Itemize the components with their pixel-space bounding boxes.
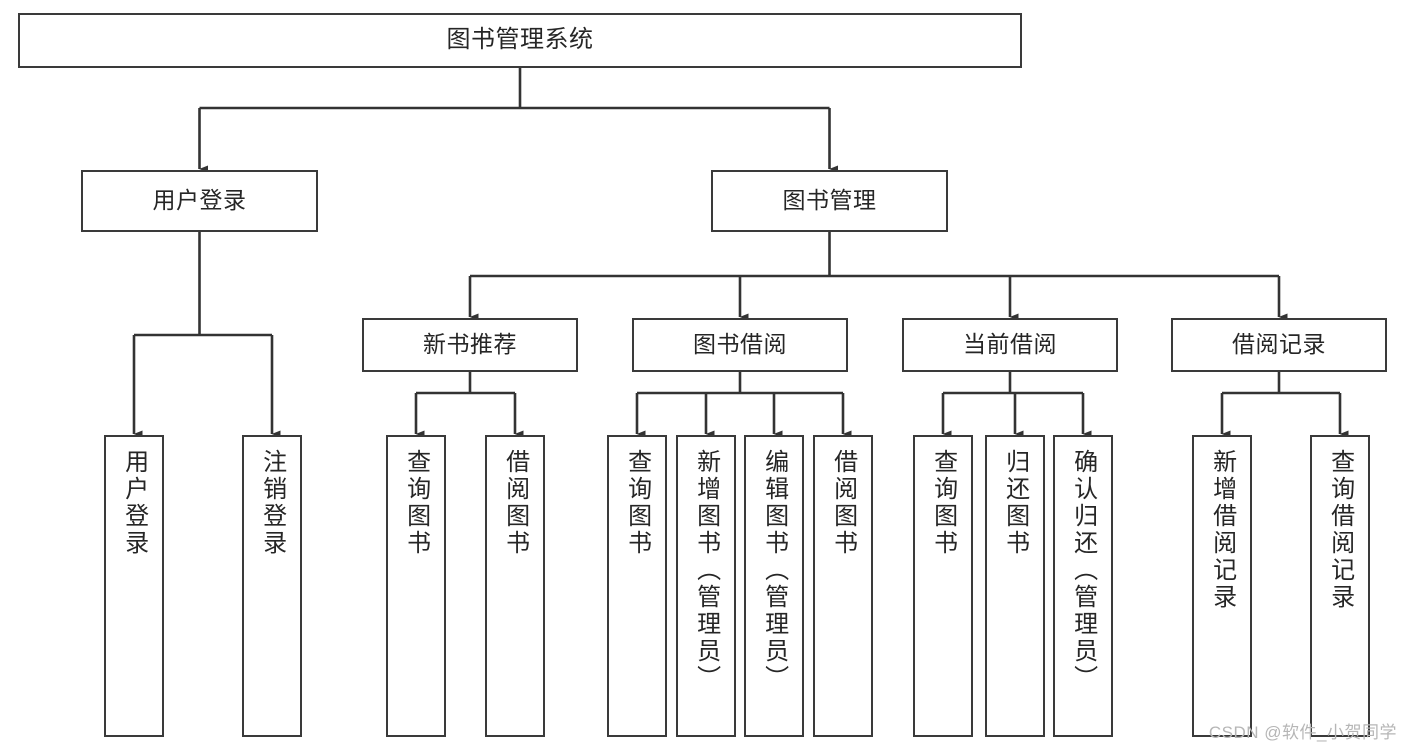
node-l2b[interactable]: 图书借阅 [632,318,848,372]
node-label: 注销登录 [258,449,286,557]
node-label: 查询图书 [402,449,430,557]
node-leaf8[interactable]: 借阅图书 [813,435,873,737]
node-leaf9[interactable]: 查询图书 [913,435,973,737]
node-label: 图书管理系统 [446,26,594,54]
node-label: 新增图书（管理员） [692,449,720,692]
node-leaf12[interactable]: 新增借阅记录 [1192,435,1252,737]
node-leaf7[interactable]: 编辑图书（管理员） [744,435,804,737]
node-leaf10[interactable]: 归还图书 [985,435,1045,737]
node-label: 查询图书 [929,449,957,557]
node-l1b[interactable]: 图书管理 [711,170,948,232]
node-root[interactable]: 图书管理系统 [18,13,1022,68]
node-label: 图书管理 [782,187,877,214]
node-l2a[interactable]: 新书推荐 [362,318,578,372]
watermark: CSDN @软件_小贺同学 [1208,723,1397,742]
node-label: 确认归还（管理员） [1069,449,1097,692]
node-label: 图书借阅 [693,331,787,358]
node-label: 新增借阅记录 [1208,449,1236,611]
node-leaf11[interactable]: 确认归还（管理员） [1053,435,1113,737]
node-l2d[interactable]: 借阅记录 [1171,318,1387,372]
node-label: 新书推荐 [423,331,517,358]
node-label: 借阅图书 [501,449,529,557]
node-label: 用户登录 [120,449,148,557]
node-label: 用户登录 [152,187,247,214]
node-label: 归还图书 [1001,449,1029,557]
node-leaf5[interactable]: 查询图书 [607,435,667,737]
node-leaf4[interactable]: 借阅图书 [485,435,545,737]
node-leaf13[interactable]: 查询借阅记录 [1310,435,1370,737]
node-label: 借阅记录 [1232,331,1326,358]
node-l2c[interactable]: 当前借阅 [902,318,1118,372]
node-leaf3[interactable]: 查询图书 [386,435,446,737]
node-l1a[interactable]: 用户登录 [81,170,318,232]
node-leaf6[interactable]: 新增图书（管理员） [676,435,736,737]
node-leaf2[interactable]: 注销登录 [242,435,302,737]
node-label: 查询图书 [623,449,651,557]
node-label: 查询借阅记录 [1326,449,1354,611]
node-leaf1[interactable]: 用户登录 [104,435,164,737]
node-label: 编辑图书（管理员） [760,449,788,692]
node-label: 借阅图书 [829,449,857,557]
node-label: 当前借阅 [963,331,1057,358]
